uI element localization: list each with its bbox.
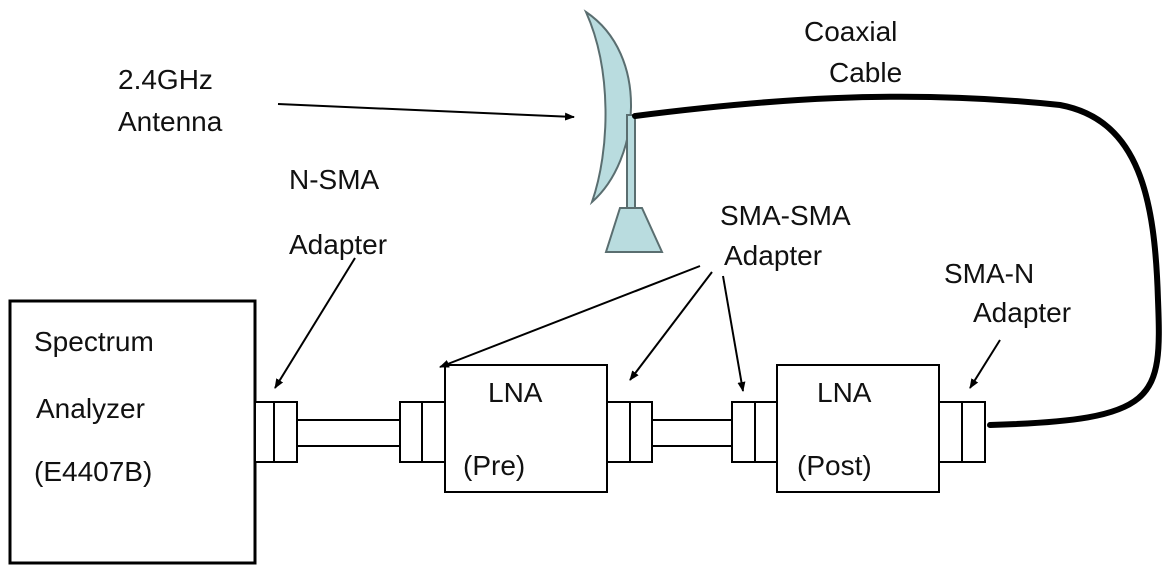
spectrum-analyzer-label-line2: Analyzer [36, 393, 145, 424]
arrow-smasma-1 [439, 265, 701, 368]
lna-post-box [776, 364, 940, 493]
arrow-nsma [274, 257, 356, 389]
spectrum-analyzer-label-line3: (E4407B) [34, 456, 153, 487]
coaxial-cable [632, 93, 1162, 428]
connector-lna-post-output [938, 401, 986, 463]
antenna-base [604, 207, 664, 253]
coax-label-line1: Coaxial [804, 16, 898, 47]
nsma-label-line1: N-SMA [289, 164, 380, 195]
nsma-label-line2: Adapter [289, 229, 388, 260]
connector-analyzer [254, 401, 298, 463]
connector-lna-post-input [731, 401, 778, 463]
cable-segment-1 [296, 419, 401, 447]
spectrum-analyzer-box [8, 299, 257, 565]
arrow-sman [969, 339, 1001, 389]
antenna-label-line1: 2.4GHz [118, 64, 213, 95]
smasma-label-line2: Adapter [724, 240, 823, 271]
lna-post-title: LNA [817, 377, 872, 408]
sman-label-line2: Adapter [973, 297, 1072, 328]
connector-lna-pre-output [606, 401, 653, 463]
sman-label-line1: SMA-N [944, 258, 1035, 289]
smasma-label-line1: SMA-SMA [720, 200, 851, 231]
cable-segment-2 [651, 419, 733, 447]
antenna-dish [583, 9, 664, 253]
antenna-label-line2: Antenna [118, 106, 223, 137]
lna-pre-title: LNA [488, 377, 543, 408]
arrow-smasma-2 [629, 271, 713, 381]
lna-post-subtitle: (Post) [797, 450, 872, 481]
arrow-antenna [277, 103, 575, 121]
coax-label-line2: Cable [829, 57, 903, 88]
lna-pre-box [444, 364, 608, 493]
arrow-smasma-3 [722, 275, 746, 392]
antenna-mast [626, 114, 636, 211]
connector-lna-pre-input [399, 401, 446, 463]
spectrum-analyzer-label-line1: Spectrum [34, 326, 154, 357]
lna-pre-subtitle: (Pre) [463, 450, 526, 481]
